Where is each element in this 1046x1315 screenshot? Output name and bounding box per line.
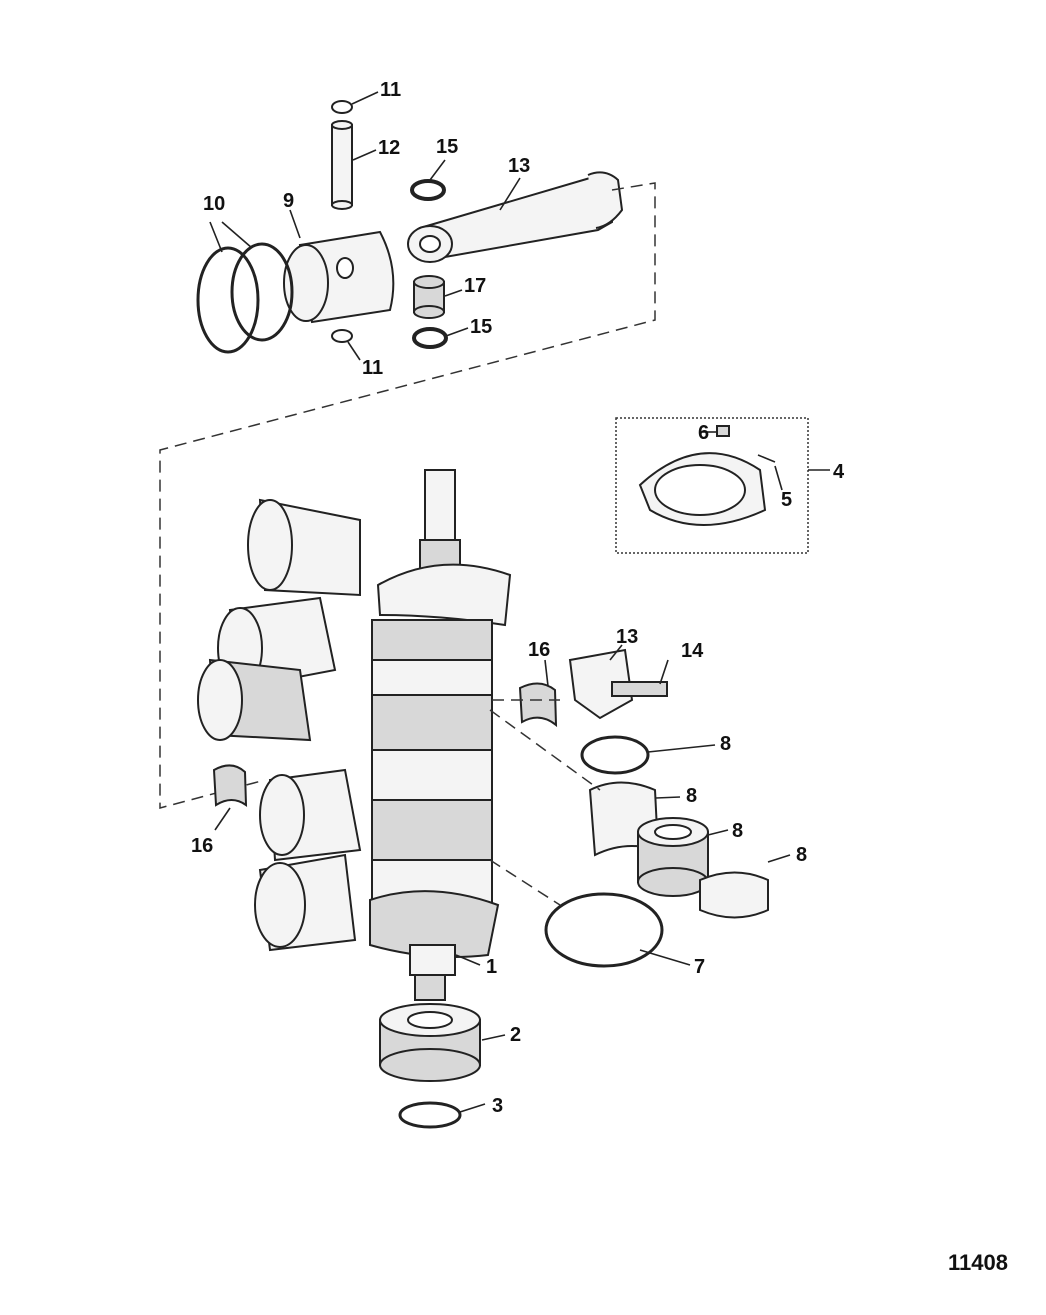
crankshaft-assembly <box>197 469 512 1001</box>
thrust-washer-bottom <box>412 327 448 349</box>
bearing-retaining-ring <box>580 735 650 775</box>
callout-6: 6 <box>698 422 710 444</box>
piston-ring-2 <box>230 242 294 342</box>
piston-upper <box>283 230 395 324</box>
wrist-pin <box>331 120 353 210</box>
callout-1: 1 <box>486 956 498 978</box>
callout-16-lower: 16 <box>191 835 214 857</box>
upper-piston-assembly <box>159 91 656 809</box>
needle-bearing-cage-upper <box>518 682 558 728</box>
callout-8-ring: 8 <box>720 733 732 755</box>
callout-13-cap: 13 <box>616 626 639 648</box>
callout-3: 3 <box>492 1095 504 1117</box>
piston-ring-1 <box>196 246 260 354</box>
needle-bearing-cage-lower <box>212 764 248 807</box>
callout-8-half: 8 <box>796 844 808 866</box>
pin-clip-bottom <box>331 329 353 343</box>
thrust-washer-top <box>410 179 446 201</box>
callout-4: 4 <box>833 461 845 483</box>
ball-bearing <box>379 1003 481 1082</box>
seal-ring-kit-inset <box>615 417 830 554</box>
callout-11-bottom: 11 <box>362 357 384 379</box>
pin-clip-top <box>331 100 353 114</box>
callout-8-race: 8 <box>686 785 698 807</box>
callout-16-upper: 16 <box>528 639 551 661</box>
callout-13-top: 13 <box>508 155 531 177</box>
piston-crank-3 <box>197 658 312 742</box>
main-bearing-roller <box>637 817 709 897</box>
callout-10: 10 <box>203 193 226 215</box>
large-retaining-ring <box>544 892 664 968</box>
piston-crank-4 <box>259 768 362 862</box>
piston-crank-5 <box>254 853 357 952</box>
figure-number: 11408 <box>948 1250 1008 1275</box>
callout-12: 12 <box>378 137 401 159</box>
callout-11-top: 11 <box>380 79 402 101</box>
connecting-rod-upper <box>407 171 624 263</box>
needle-bearing-small <box>413 275 445 319</box>
rod-cap-and-bolt <box>568 644 669 720</box>
callout-15-bottom: 15 <box>470 316 493 338</box>
callout-9: 9 <box>283 190 295 212</box>
callout-15-top: 15 <box>436 136 459 158</box>
callout-7: 7 <box>694 956 706 978</box>
retaining-ring <box>398 1101 462 1129</box>
callout-2: 2 <box>510 1024 522 1046</box>
bearing-race-half-2 <box>699 871 769 919</box>
callout-5: 5 <box>781 489 793 511</box>
callout-8-roller: 8 <box>732 820 744 842</box>
piston-crank-1 <box>247 498 361 597</box>
callout-14: 14 <box>681 640 704 662</box>
callout-17: 17 <box>464 275 487 297</box>
